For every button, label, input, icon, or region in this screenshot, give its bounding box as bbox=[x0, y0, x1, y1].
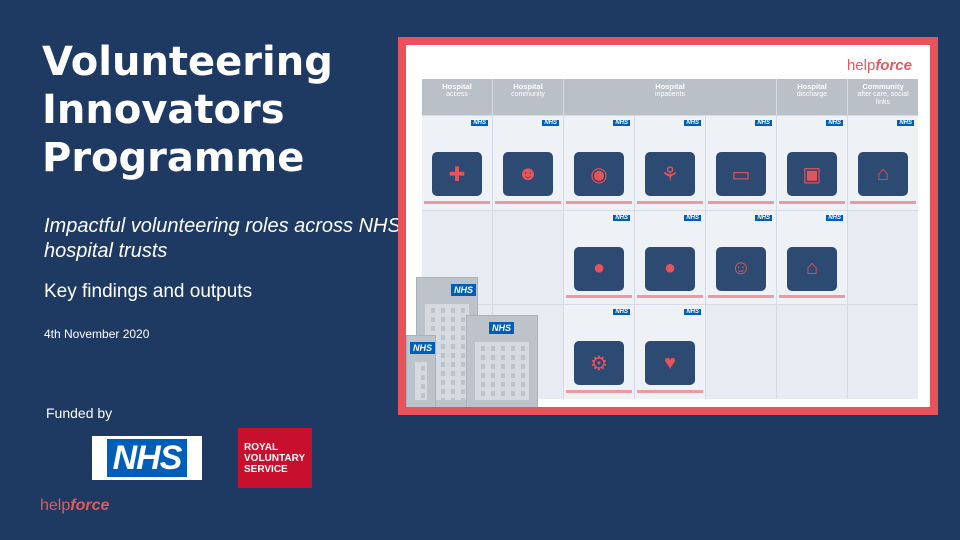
poster-card-empty bbox=[493, 210, 563, 305]
poster-card: NHS⌂ bbox=[848, 116, 918, 210]
title-line: Volunteering bbox=[42, 39, 333, 85]
findings-heading: Key findings and outputs bbox=[44, 281, 253, 302]
home-icon: ⌂ bbox=[787, 246, 837, 291]
poster-card: NHS● bbox=[564, 210, 634, 305]
hospital-building: NHS bbox=[406, 335, 436, 407]
eye-icon: ◉ bbox=[574, 152, 624, 196]
title-line: Innovators bbox=[42, 87, 285, 133]
poster-helpforce-logo: helpforce bbox=[846, 57, 912, 74]
bus-icon: ▣ bbox=[787, 152, 837, 196]
heart-icon: ♥ bbox=[645, 341, 695, 386]
poster-card-empty bbox=[848, 210, 918, 305]
poster-card: NHS☻ bbox=[493, 116, 563, 210]
poster-card: NHS♥ bbox=[635, 305, 705, 399]
apple-icon: ● bbox=[574, 246, 624, 291]
title-line: Programme bbox=[42, 135, 305, 181]
royal-voluntary-service-logo: ROYAL VOLUNTARY SERVICE bbox=[238, 428, 312, 488]
poster-card-empty bbox=[706, 305, 776, 399]
rvs-line: VOLUNTARY bbox=[244, 453, 306, 464]
rvs-line: SERVICE bbox=[244, 464, 288, 475]
poster-card: NHS⚘ bbox=[635, 116, 705, 210]
poster-card: NHS▣ bbox=[777, 116, 847, 210]
head-gears-icon: ⚙ bbox=[574, 341, 624, 386]
hospital-building: NHS bbox=[466, 315, 538, 407]
nhs-logo: NHS bbox=[92, 436, 202, 480]
rvs-line: ROYAL bbox=[244, 442, 279, 453]
walking-aid-icon: ☺ bbox=[716, 246, 766, 291]
helpforce-logo: helpforce bbox=[40, 497, 110, 514]
poster-card-empty bbox=[848, 305, 918, 399]
poster-card: NHS▭ bbox=[706, 116, 776, 210]
home-icon: ⌂ bbox=[858, 152, 908, 196]
apple-icon: ● bbox=[645, 246, 695, 291]
subtitle: Impactful volunteering roles across NHS … bbox=[44, 215, 401, 262]
meal-icon: ⚘ bbox=[645, 152, 695, 196]
funded-by-label: Funded by bbox=[46, 405, 113, 421]
poster-card: NHS● bbox=[635, 210, 705, 305]
poster-card: NHS⚙ bbox=[564, 305, 634, 399]
bed-icon: ▭ bbox=[716, 152, 766, 196]
poster-card: NHS⌂ bbox=[777, 210, 847, 305]
hospital-illustration: NHS NHS NHS bbox=[406, 277, 538, 407]
page-title: Volunteering Innovators Programme bbox=[42, 38, 382, 182]
poster-card: NHS◉ bbox=[564, 116, 634, 210]
poster-card-empty bbox=[777, 305, 847, 399]
nhs-logo-text: NHS bbox=[106, 439, 188, 477]
first-aid-icon: ✚ bbox=[432, 152, 482, 196]
people-icon: ☻ bbox=[503, 152, 553, 196]
poster-card: NHS☺ bbox=[706, 210, 776, 305]
date: 4th November 2020 bbox=[44, 327, 150, 341]
poster-card: NHS✚ bbox=[422, 116, 492, 210]
